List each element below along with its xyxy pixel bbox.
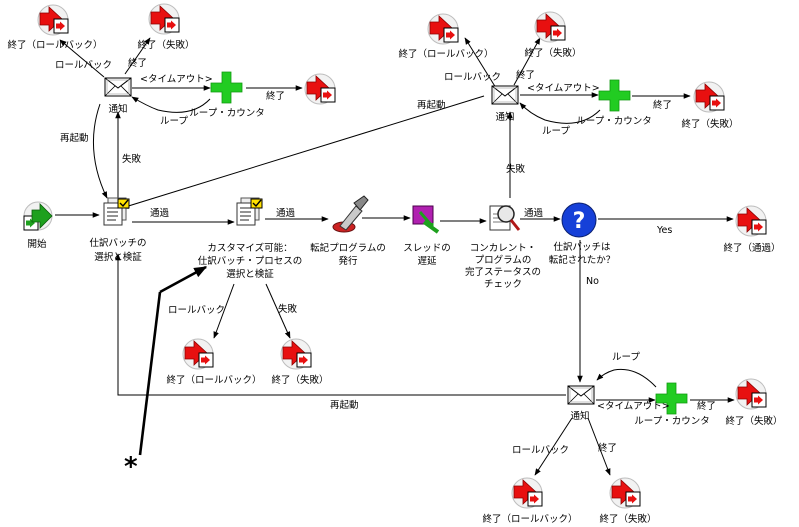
- end-rollback-icon-3: [182, 338, 214, 370]
- custom-label-2: 仕訳バッチ・プロセスの: [198, 255, 303, 267]
- edge-end-top-right-2: 終了: [653, 99, 672, 111]
- edge-timeout-bottom: <タイムアウト>: [597, 401, 670, 412]
- edge-restart-bottom: 再起動: [330, 400, 359, 411]
- edge-fail-left: 失敗: [122, 153, 142, 165]
- edge-no: No: [586, 276, 599, 287]
- end-rollback-icon-1: [37, 4, 69, 36]
- node-labels: 開始 仕訳バッチの 選択と検証 カスタマイズ可能： 仕訳バッチ・プロセスの 選択…: [7, 39, 782, 525]
- end-fail-label-3: 終了（失敗）: [524, 47, 581, 59]
- end-pass-label: 終了（通過）: [723, 242, 780, 254]
- notify-envelope-icon-left: [104, 77, 132, 97]
- end-fail-icon-3: [534, 11, 566, 43]
- check-label-3: 完了ステータスの: [465, 266, 541, 278]
- select-validate-icon: [103, 197, 130, 226]
- end-rollback-label-2: 終了（ロールバック）: [398, 48, 493, 60]
- end-fail-icon-7: [609, 477, 641, 509]
- end-fail-icon-4: [693, 81, 725, 113]
- end-fail-label-6: 終了（失敗）: [725, 415, 782, 427]
- end-fail-icon-1: [148, 3, 180, 35]
- edge-pass-3: 通過: [524, 207, 544, 219]
- select-validate-label-1: 仕訳バッチの: [89, 237, 146, 249]
- end-rollback-icon-2: [427, 13, 459, 45]
- post-program-label-2: 発行: [338, 255, 358, 267]
- edge-yes: Yes: [656, 225, 672, 236]
- edge-end-left: 終了: [128, 57, 147, 69]
- edge-restart-left: 再起動: [60, 133, 89, 144]
- start-label: 開始: [27, 238, 47, 250]
- post-program-icon: [332, 195, 369, 233]
- notify-envelope-icon-top-right: [491, 85, 519, 105]
- edge-fail-custom: 失敗: [278, 303, 298, 315]
- edge-timeout-top-right: <タイムアウト>: [527, 83, 600, 94]
- delay-label-2: 遅延: [417, 255, 437, 267]
- custom-label-1: カスタマイズ可能：: [207, 242, 292, 254]
- edge-restart-top-right: 再起動: [417, 100, 446, 111]
- edge-loop-left: ループ: [160, 116, 188, 127]
- question-label-2: 転記されたか？: [549, 254, 616, 266]
- end-rollback-label-3: 終了（ロールバック）: [166, 374, 261, 386]
- edge-rollback-left: ロールバック: [55, 60, 112, 71]
- connectors: [55, 37, 735, 476]
- loop-counter-label-bottom: ループ・カウンタ: [634, 416, 709, 427]
- end-fail-label-5: 終了（失敗）: [271, 374, 328, 386]
- start-icon: [23, 201, 53, 231]
- select-validate-label-2: 選択と検証: [94, 251, 142, 263]
- check-status-icon: [489, 205, 521, 231]
- edge-pass-2: 通過: [276, 207, 296, 219]
- end-fail-label-4: 終了（失敗）: [681, 118, 738, 130]
- post-program-label-1: 転記プログラムの: [310, 242, 386, 254]
- edge-timeout-left: <タイムアウト>: [140, 74, 213, 85]
- end-fail-icon-6: [735, 378, 767, 410]
- loop-counter-plus-icon-top-right: [598, 79, 631, 112]
- end-pass-icon: [735, 205, 767, 237]
- annotation-asterisk: *: [124, 452, 138, 482]
- edge-end-bottom: 終了: [697, 400, 716, 412]
- edge-end-bottom-2: 終了: [598, 442, 617, 454]
- loop-counter-plus-icon-left: [210, 71, 243, 104]
- loop-counter-label-left: ループ・カウンタ: [189, 108, 264, 119]
- end-rollback-label-4: 終了（ロールバック）: [482, 513, 577, 525]
- end-fail-icon-2: [304, 73, 336, 105]
- notify-envelope-icon-bottom: [567, 385, 595, 405]
- edge-rollback-top-right: ロールバック: [444, 72, 501, 83]
- edge-end-top-right: 終了: [516, 69, 535, 81]
- end-fail-label-7: 終了（失敗）: [599, 513, 656, 525]
- edge-fail-top-right: 失敗: [506, 163, 526, 175]
- custom-select-validate-icon: [236, 197, 263, 226]
- end-rollback-label-1: 終了（ロールバック）: [7, 39, 102, 51]
- delay-label-1: スレッドの: [403, 243, 451, 254]
- notify-label-left: 通知: [108, 103, 127, 115]
- loop-counter-label-top-right: ループ・カウンタ: [576, 116, 651, 127]
- question-icon: ?: [561, 202, 597, 238]
- edge-labels: 通過 通過 通過 Yes No 失敗 再起動 ロールバック 終了 <タイムアウト…: [55, 57, 716, 456]
- question-label-1: 仕訳バッチは: [553, 241, 611, 253]
- edge-rollback-custom: ロールバック: [168, 305, 225, 316]
- notify-label-top-right: 通知: [495, 111, 514, 123]
- edge-loop-top-right: ループ: [542, 126, 570, 137]
- edge-pass-1: 通過: [150, 207, 170, 219]
- svg-text:?: ?: [573, 209, 586, 234]
- edge-end-left-2: 終了: [266, 90, 285, 102]
- custom-label-3: 選択と検証: [226, 268, 274, 280]
- end-rollback-icon-4: [511, 477, 543, 509]
- check-label-4: チェック: [484, 279, 522, 290]
- edge-rollback-bottom: ロールバック: [512, 445, 569, 456]
- delay-icon: [412, 205, 440, 234]
- check-label-2: プログラムの: [475, 254, 532, 266]
- check-label-1: コンカレント・: [470, 243, 537, 254]
- end-fail-icon-5: [280, 338, 312, 370]
- notify-label-bottom: 通知: [570, 410, 589, 422]
- end-fail-label-1: 終了（失敗）: [137, 39, 194, 51]
- edge-loop-bottom: ループ: [612, 352, 640, 363]
